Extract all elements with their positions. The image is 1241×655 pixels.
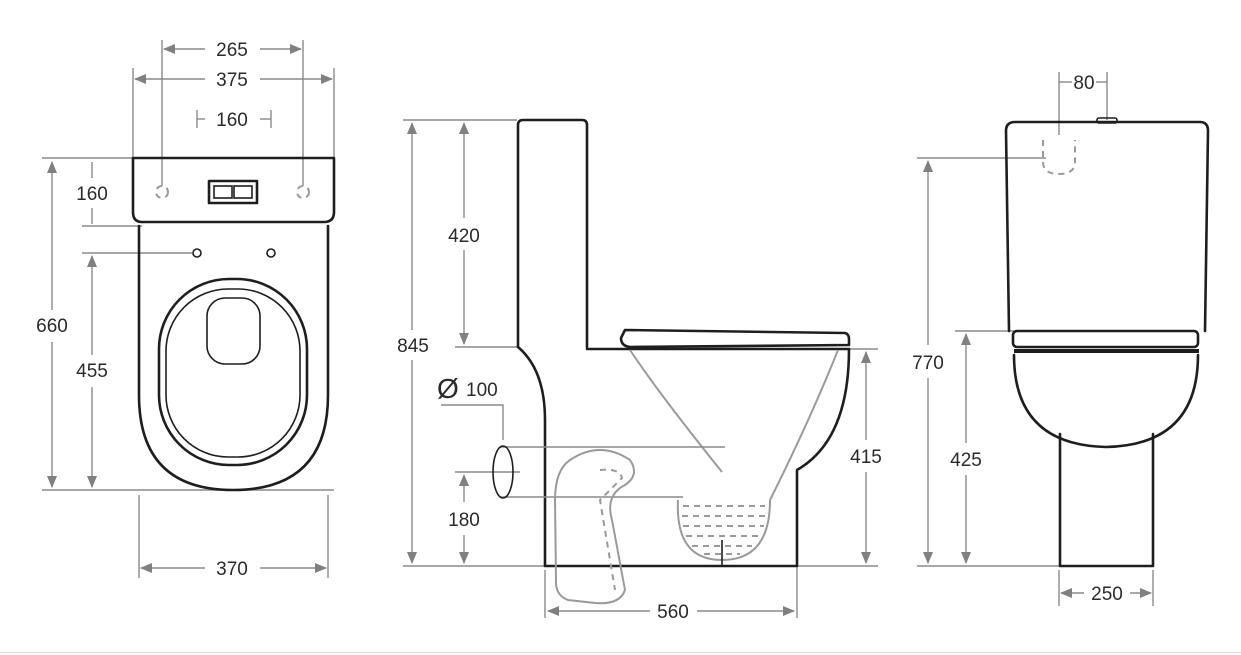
bottom-border — [0, 652, 1241, 653]
outlet-pipe-end — [492, 445, 514, 499]
flush-button-right — [233, 185, 253, 199]
mount-hole-right — [296, 185, 310, 199]
seat-fix-hole-right — [266, 248, 276, 258]
water-surface — [682, 505, 766, 555]
trap-bowl-outline — [676, 499, 771, 562]
dim-425-label: 425 — [950, 450, 982, 471]
dim-455-label: 455 — [76, 361, 108, 382]
dim-outlet-label: 100 — [466, 380, 498, 401]
seat-front-outline — [1011, 329, 1200, 349]
dim-80-label: 80 — [1073, 73, 1094, 94]
flush-button-top — [1096, 117, 1118, 124]
trapway-ghost — [553, 449, 635, 605]
mount-hole-left — [155, 185, 169, 199]
dim-560-label: 560 — [657, 602, 689, 623]
pan-side-outline — [516, 345, 851, 568]
flush-button-left — [213, 185, 233, 199]
bowl-front-outline — [1012, 353, 1200, 449]
trapway-inner-dash — [598, 468, 624, 591]
dim-180-label: 180 — [448, 510, 480, 531]
dim-660-label: 660 — [36, 316, 68, 337]
top-view: 265 375 160 160 660 455 370 — [36, 40, 336, 580]
side-view: 420 845 Ø 100 180 415 560 — [397, 118, 882, 623]
pedestal-front-outline — [1058, 432, 1155, 568]
bowl-inner-lines — [629, 349, 839, 501]
dim-160-tank-label: 160 — [76, 184, 108, 205]
dim-265-label: 265 — [216, 40, 248, 61]
seat-outer-outline — [157, 277, 309, 467]
dim-845-label: 845 — [397, 336, 429, 357]
seat-lid-outline — [619, 328, 851, 349]
tank-front-outline — [1004, 120, 1210, 333]
dim-420-label: 420 — [448, 226, 480, 247]
bowl-opening-outline — [206, 297, 261, 365]
inlet-hidden-line — [1042, 140, 1076, 176]
dim-770-label: 770 — [912, 353, 944, 374]
dim-370-label: 370 — [216, 559, 248, 580]
outlet-leader — [441, 404, 504, 440]
outlet-diameter-symbol: Ø — [437, 373, 459, 404]
seat-inner-outline — [165, 288, 301, 458]
dim-375-label: 375 — [216, 70, 248, 91]
seat-fix-hole-left — [192, 248, 202, 258]
tank-top-outline — [131, 156, 336, 224]
flush-button-outline — [207, 179, 259, 205]
bowl-top-outline — [137, 224, 330, 492]
dim-415-label: 415 — [850, 447, 882, 468]
tank-side-outline — [516, 118, 589, 349]
dim-250-label: 250 — [1091, 584, 1123, 605]
dim-160-holes-label: 160 — [216, 110, 248, 131]
front-view: 80 770 425 250 — [912, 72, 1210, 606]
